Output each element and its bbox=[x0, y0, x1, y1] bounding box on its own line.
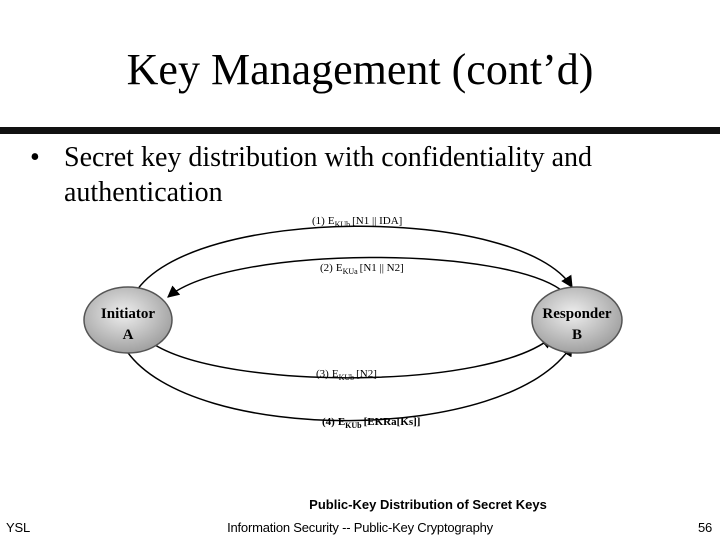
message-1-label: (1)EKUb[N1 || IDA] bbox=[312, 215, 402, 229]
responder-node: Responder B bbox=[531, 286, 623, 354]
message-4-arrow bbox=[125, 343, 573, 422]
slide-title: Key Management (cont’d) bbox=[126, 45, 594, 94]
bullet-item: • Secret key distribution with confident… bbox=[30, 140, 680, 210]
initiator-label: Initiator bbox=[101, 306, 156, 322]
message-3-label: (3)EKUb[N2] bbox=[316, 368, 377, 382]
slide-number: 56 bbox=[697, 520, 712, 535]
message-2-label: (2)EKUa[N1 || N2] bbox=[320, 262, 404, 276]
message-3-arrow bbox=[154, 336, 553, 379]
bullet-mark: • bbox=[30, 142, 40, 173]
title-divider bbox=[0, 127, 720, 134]
footer-course-title: Information Security -- Public-Key Crypt… bbox=[227, 520, 493, 535]
responder-label: Responder bbox=[542, 306, 612, 322]
diagram-caption: Public-Key Distribution of Secret Keys bbox=[309, 497, 547, 512]
key-distribution-diagram: Initiator A Responder B (1)EKUb[N1 || ID… bbox=[83, 215, 623, 512]
message-2-arrow bbox=[167, 256, 566, 298]
message-1-arrow bbox=[134, 225, 573, 294]
message-4-label: (4)EKUb[EKRa[Ks]] bbox=[322, 416, 420, 430]
responder-letter: B bbox=[572, 327, 582, 343]
footer-author: YSL bbox=[6, 520, 30, 535]
initiator-letter: A bbox=[123, 327, 134, 343]
initiator-node: Initiator A bbox=[83, 286, 173, 354]
bullet-text: Secret key distribution with confidentia… bbox=[64, 142, 592, 208]
